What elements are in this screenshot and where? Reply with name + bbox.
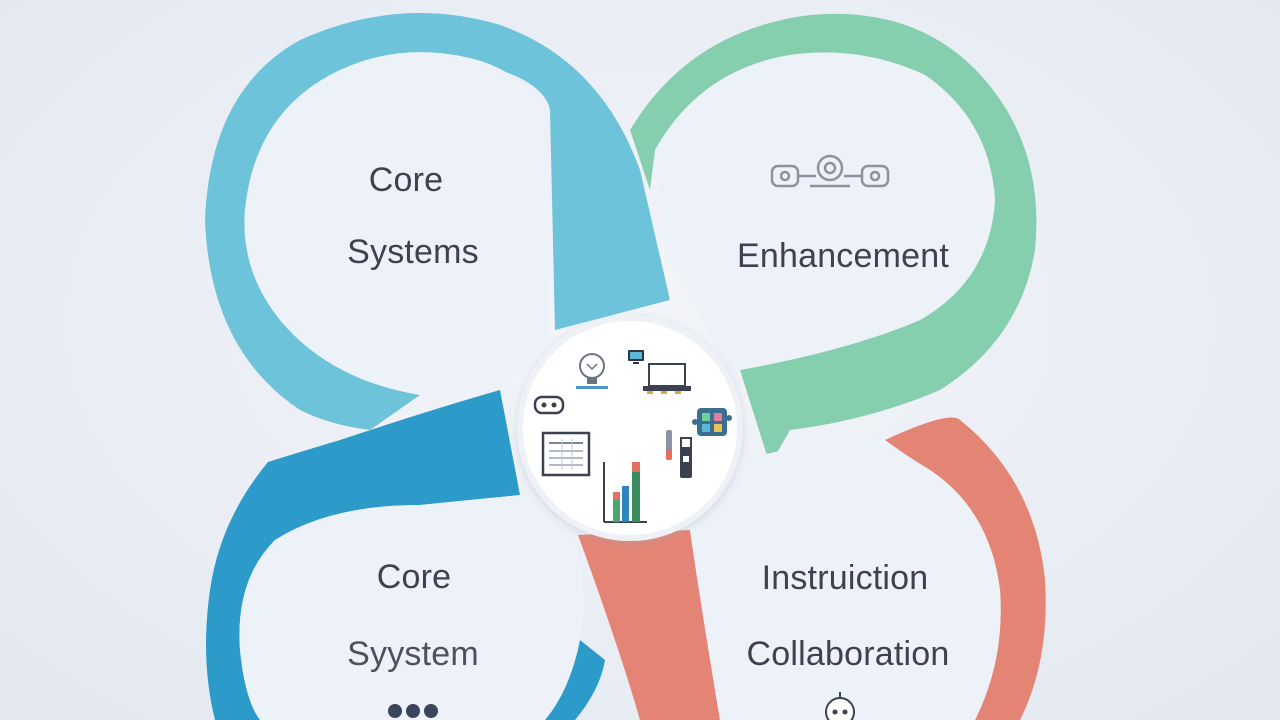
computer-icon — [628, 350, 644, 364]
quadrant-bottom-right-ring-outer — [885, 417, 1046, 720]
usb-drive-icon — [680, 437, 692, 478]
hub — [517, 315, 743, 541]
quadrant-top-left-ring — [205, 13, 670, 430]
quadrant-bottom-right-inner — [690, 440, 1001, 720]
quadrant-top-right — [630, 13, 1037, 466]
quadrant-bottom-left-inner — [239, 495, 584, 720]
bottom-left-label-line1: Core — [376, 558, 452, 596]
quadrant-top-left-inner — [244, 52, 550, 395]
quadrant-top-right-ring — [630, 13, 1037, 466]
document-icon — [541, 431, 591, 477]
top-left-label-line1: Core — [368, 161, 444, 199]
quadrant-bottom-right — [578, 417, 1046, 720]
quadrant-top-right-inner — [655, 52, 995, 380]
quadrant-top-left — [205, 13, 670, 430]
gears-icon — [770, 154, 890, 188]
bar-chart-icon — [603, 462, 647, 523]
robot-head-icon — [825, 692, 855, 720]
quadrant-bottom-left — [206, 390, 605, 720]
bottom-right-label-line1: Instruiction — [761, 559, 929, 597]
thermometer-icon — [666, 430, 672, 460]
bottom-left-label-line2: Syystem — [347, 635, 479, 673]
dots-icon — [388, 704, 438, 718]
puzzle-icon — [692, 408, 732, 436]
quadrant-bottom-left-ring-right — [545, 640, 605, 720]
laptop-icon — [643, 363, 691, 394]
top-left-label-line2: Systems — [347, 233, 479, 271]
lightbulb-icon — [576, 353, 608, 389]
robot-icon — [533, 395, 565, 415]
top-right-label: Enhancement — [736, 237, 950, 275]
quadrant-bottom-left-ring — [206, 390, 520, 720]
quadrant-bottom-right-ring — [578, 530, 720, 720]
bottom-right-label-line2: Collaboration — [746, 635, 950, 673]
